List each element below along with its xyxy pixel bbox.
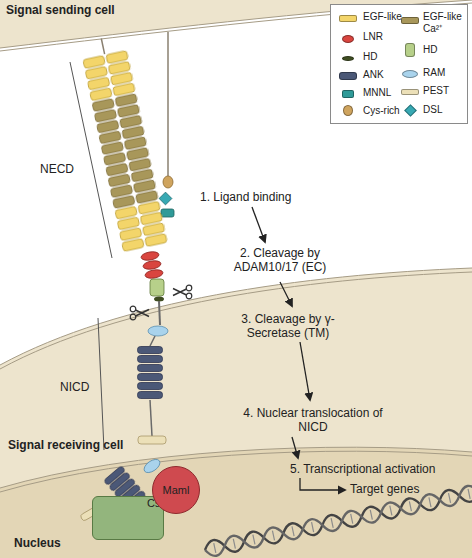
legend-swatch bbox=[339, 72, 357, 80]
legend-swatch bbox=[401, 17, 419, 24]
step-arrow bbox=[300, 342, 310, 400]
linker bbox=[150, 336, 155, 346]
legend-text: EGF-like bbox=[363, 11, 402, 23]
legend-text: HD bbox=[423, 44, 437, 56]
gene-label: Target genes bbox=[350, 482, 419, 496]
legend-text: Cys-rich bbox=[363, 105, 400, 117]
nuclear-envelope bbox=[0, 447, 472, 488]
legend-swatch bbox=[342, 35, 354, 43]
legend-swatch bbox=[339, 15, 357, 22]
cell-label: Signal receiving cell bbox=[8, 438, 123, 452]
hd-domain bbox=[150, 279, 164, 296]
transmembrane bbox=[159, 301, 160, 325]
cell-label: Signal sending cell bbox=[6, 3, 115, 17]
membrane bbox=[0, 268, 472, 365]
domain-label: NECD bbox=[40, 162, 74, 176]
legend-text: RAM bbox=[423, 67, 445, 79]
protein-circle: Maml bbox=[152, 466, 200, 514]
nucleus bbox=[0, 447, 472, 558]
step-arrow bbox=[252, 207, 265, 242]
step-label: 2. Cleavage by ADAM10/17 (EC) bbox=[224, 246, 336, 274]
lnr-domain bbox=[140, 250, 159, 261]
ank-repeats bbox=[137, 346, 163, 400]
membrane bbox=[0, 272, 472, 369]
legend-text: ANK bbox=[363, 69, 384, 81]
legend-swatch bbox=[342, 56, 354, 61]
lnr-domain bbox=[144, 268, 163, 279]
legend-text: LNR bbox=[363, 31, 383, 43]
ram-domain bbox=[148, 326, 168, 336]
scissors bbox=[173, 285, 192, 299]
legend-text: PEST bbox=[423, 85, 449, 97]
step-label: 3. Cleavage by γ-Secretase (TM) bbox=[232, 312, 344, 340]
scissors bbox=[130, 306, 149, 320]
legend-text: DSL bbox=[423, 104, 442, 116]
receiving-cell bbox=[0, 268, 472, 558]
legend-swatch bbox=[404, 104, 417, 117]
nicd-bracket bbox=[98, 318, 104, 450]
transcription-arrow bbox=[300, 478, 345, 490]
step-label: 1. Ligand binding bbox=[200, 190, 291, 204]
step-arrow bbox=[280, 282, 292, 306]
linker bbox=[150, 400, 152, 436]
legend-text: EGF-like Ca²⁺ bbox=[423, 11, 467, 35]
legend-text: HD bbox=[363, 51, 377, 63]
lnr-domain bbox=[142, 259, 161, 270]
legend-text: MNNL bbox=[363, 87, 391, 99]
step-label: 4. Nuclear translocation of NICD bbox=[238, 406, 388, 434]
legend-swatch bbox=[402, 70, 418, 78]
legend-box: EGF-like EGF-like Ca²⁺ LNR HD HD ANK RAM MNNL PE… bbox=[330, 4, 468, 124]
legend-swatch bbox=[343, 105, 353, 116]
mnnl-domain bbox=[161, 209, 174, 217]
pest-domain bbox=[138, 436, 166, 444]
dsl-domain bbox=[159, 192, 172, 205]
cys-rich-domain bbox=[163, 176, 173, 188]
egf-repeats bbox=[79, 34, 168, 253]
domain-label: NICD bbox=[60, 380, 89, 394]
protein-box: Csl bbox=[92, 496, 164, 540]
legend-swatch bbox=[401, 89, 419, 95]
dna-helix bbox=[203, 480, 472, 558]
ligand-stalk bbox=[167, 32, 169, 176]
compartment-label: Nucleus bbox=[14, 536, 61, 550]
hd-domain bbox=[154, 297, 164, 302]
node-text: Maml bbox=[163, 484, 190, 496]
legend-swatch bbox=[342, 90, 354, 98]
legend-swatch bbox=[405, 43, 415, 57]
step-arrow bbox=[292, 437, 298, 458]
step-label: 5. Transcriptional activation bbox=[290, 462, 435, 476]
